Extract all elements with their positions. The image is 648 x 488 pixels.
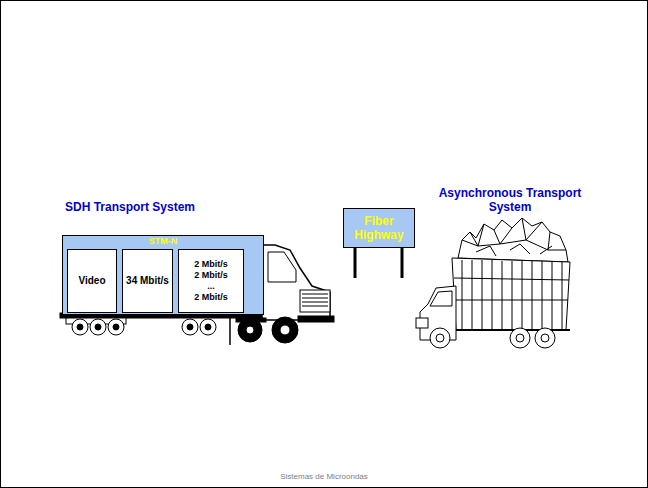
sign-posts	[355, 248, 402, 278]
text-holder: 2 Mbit/s2 Mbit/s...2 Mbit/s	[179, 250, 243, 312]
text-holder: Fiber Highway	[344, 209, 414, 247]
node-text: 2 Mbit/s	[192, 259, 230, 270]
dump-truck	[416, 218, 570, 348]
node-text: 2 Mbit/s	[192, 292, 230, 303]
tributary-34: 34 Mbit/s	[122, 249, 173, 313]
node-text: 2 Mbit/s	[192, 270, 230, 281]
node-text: 34 Mbit/s	[124, 275, 171, 287]
sdh-title: SDH Transport System	[60, 200, 200, 214]
text-holder: 34 Mbit/s	[123, 250, 172, 312]
slide-footer: Sistemas de Microondas	[224, 472, 424, 482]
node-text: Fiber Highway	[344, 214, 414, 242]
sdh-truck	[60, 238, 334, 345]
text-holder: STM-N	[63, 236, 263, 247]
node-text: STM-N	[63, 236, 263, 247]
stm-n-container: STM-NVideo34 Mbit/s2 Mbit/s2 Mbit/s...2 …	[62, 235, 264, 315]
fiber-highway-sign: Fiber Highway	[343, 208, 415, 248]
text-holder: Video	[68, 250, 116, 312]
tributary-2: 2 Mbit/s2 Mbit/s...2 Mbit/s	[178, 249, 244, 313]
node-text: ...	[205, 281, 217, 292]
video-tributary: Video	[67, 249, 117, 313]
node-text: Video	[76, 275, 107, 287]
async-title: Asynchronous Transport System	[430, 186, 590, 214]
